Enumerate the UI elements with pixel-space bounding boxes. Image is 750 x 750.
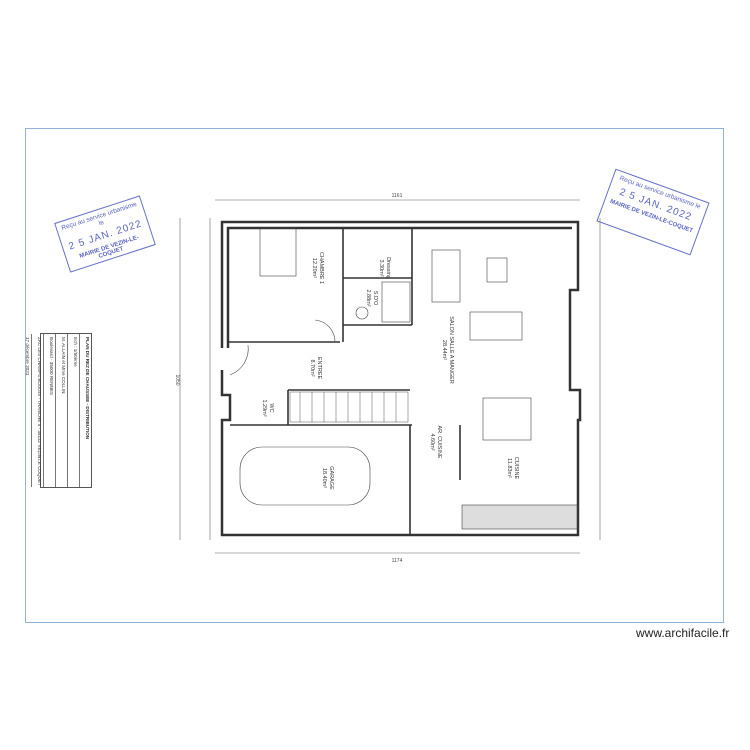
entry-door-swing	[229, 344, 249, 376]
room-area: 4.60m²	[429, 433, 435, 450]
room-area: 8.70m²	[309, 359, 315, 376]
room-name: SALON SALLE A MANGER	[448, 316, 454, 384]
furniture	[229, 227, 578, 530]
room-area: 11.83m²	[506, 458, 512, 478]
dimension-left: 1050	[174, 374, 180, 385]
room-name: AR. CUISINE	[436, 425, 442, 458]
room-area: 2.88m²	[365, 289, 371, 306]
room-name: GARAGE	[328, 466, 334, 490]
room-name: Dressing	[385, 257, 391, 279]
watermark: www.archifacile.fr	[636, 626, 730, 640]
room-name: CUISINE	[513, 457, 519, 480]
kitchen-counter	[461, 504, 578, 530]
tv-unit	[486, 257, 508, 283]
staircase	[289, 391, 409, 423]
room-area: 12.20m²	[311, 258, 317, 278]
dimension-top: 1161	[392, 193, 403, 199]
room-area: 3.30m²	[378, 259, 384, 276]
interior-walls	[228, 228, 461, 535]
room-area: 1.29m²	[261, 399, 267, 416]
dining-table	[482, 397, 532, 441]
dimension-bottom: 1174	[392, 558, 403, 564]
armchairs	[469, 311, 523, 341]
shower	[381, 281, 411, 323]
room-area: 18.40m²	[321, 468, 327, 488]
room-area: 28.44m²	[441, 340, 447, 360]
sofa	[431, 249, 461, 303]
room-name: CHAMBRE 1	[318, 252, 324, 284]
room-name: ENTREE	[316, 357, 322, 380]
exterior-walls	[220, 220, 582, 537]
room-name: WC	[268, 403, 274, 412]
room-name: S.D'O	[372, 291, 378, 306]
car	[239, 446, 371, 506]
bedroom-door-swing	[314, 319, 336, 343]
washbasin	[355, 306, 369, 320]
bed	[259, 227, 297, 277]
dimension-lines	[179, 199, 601, 554]
